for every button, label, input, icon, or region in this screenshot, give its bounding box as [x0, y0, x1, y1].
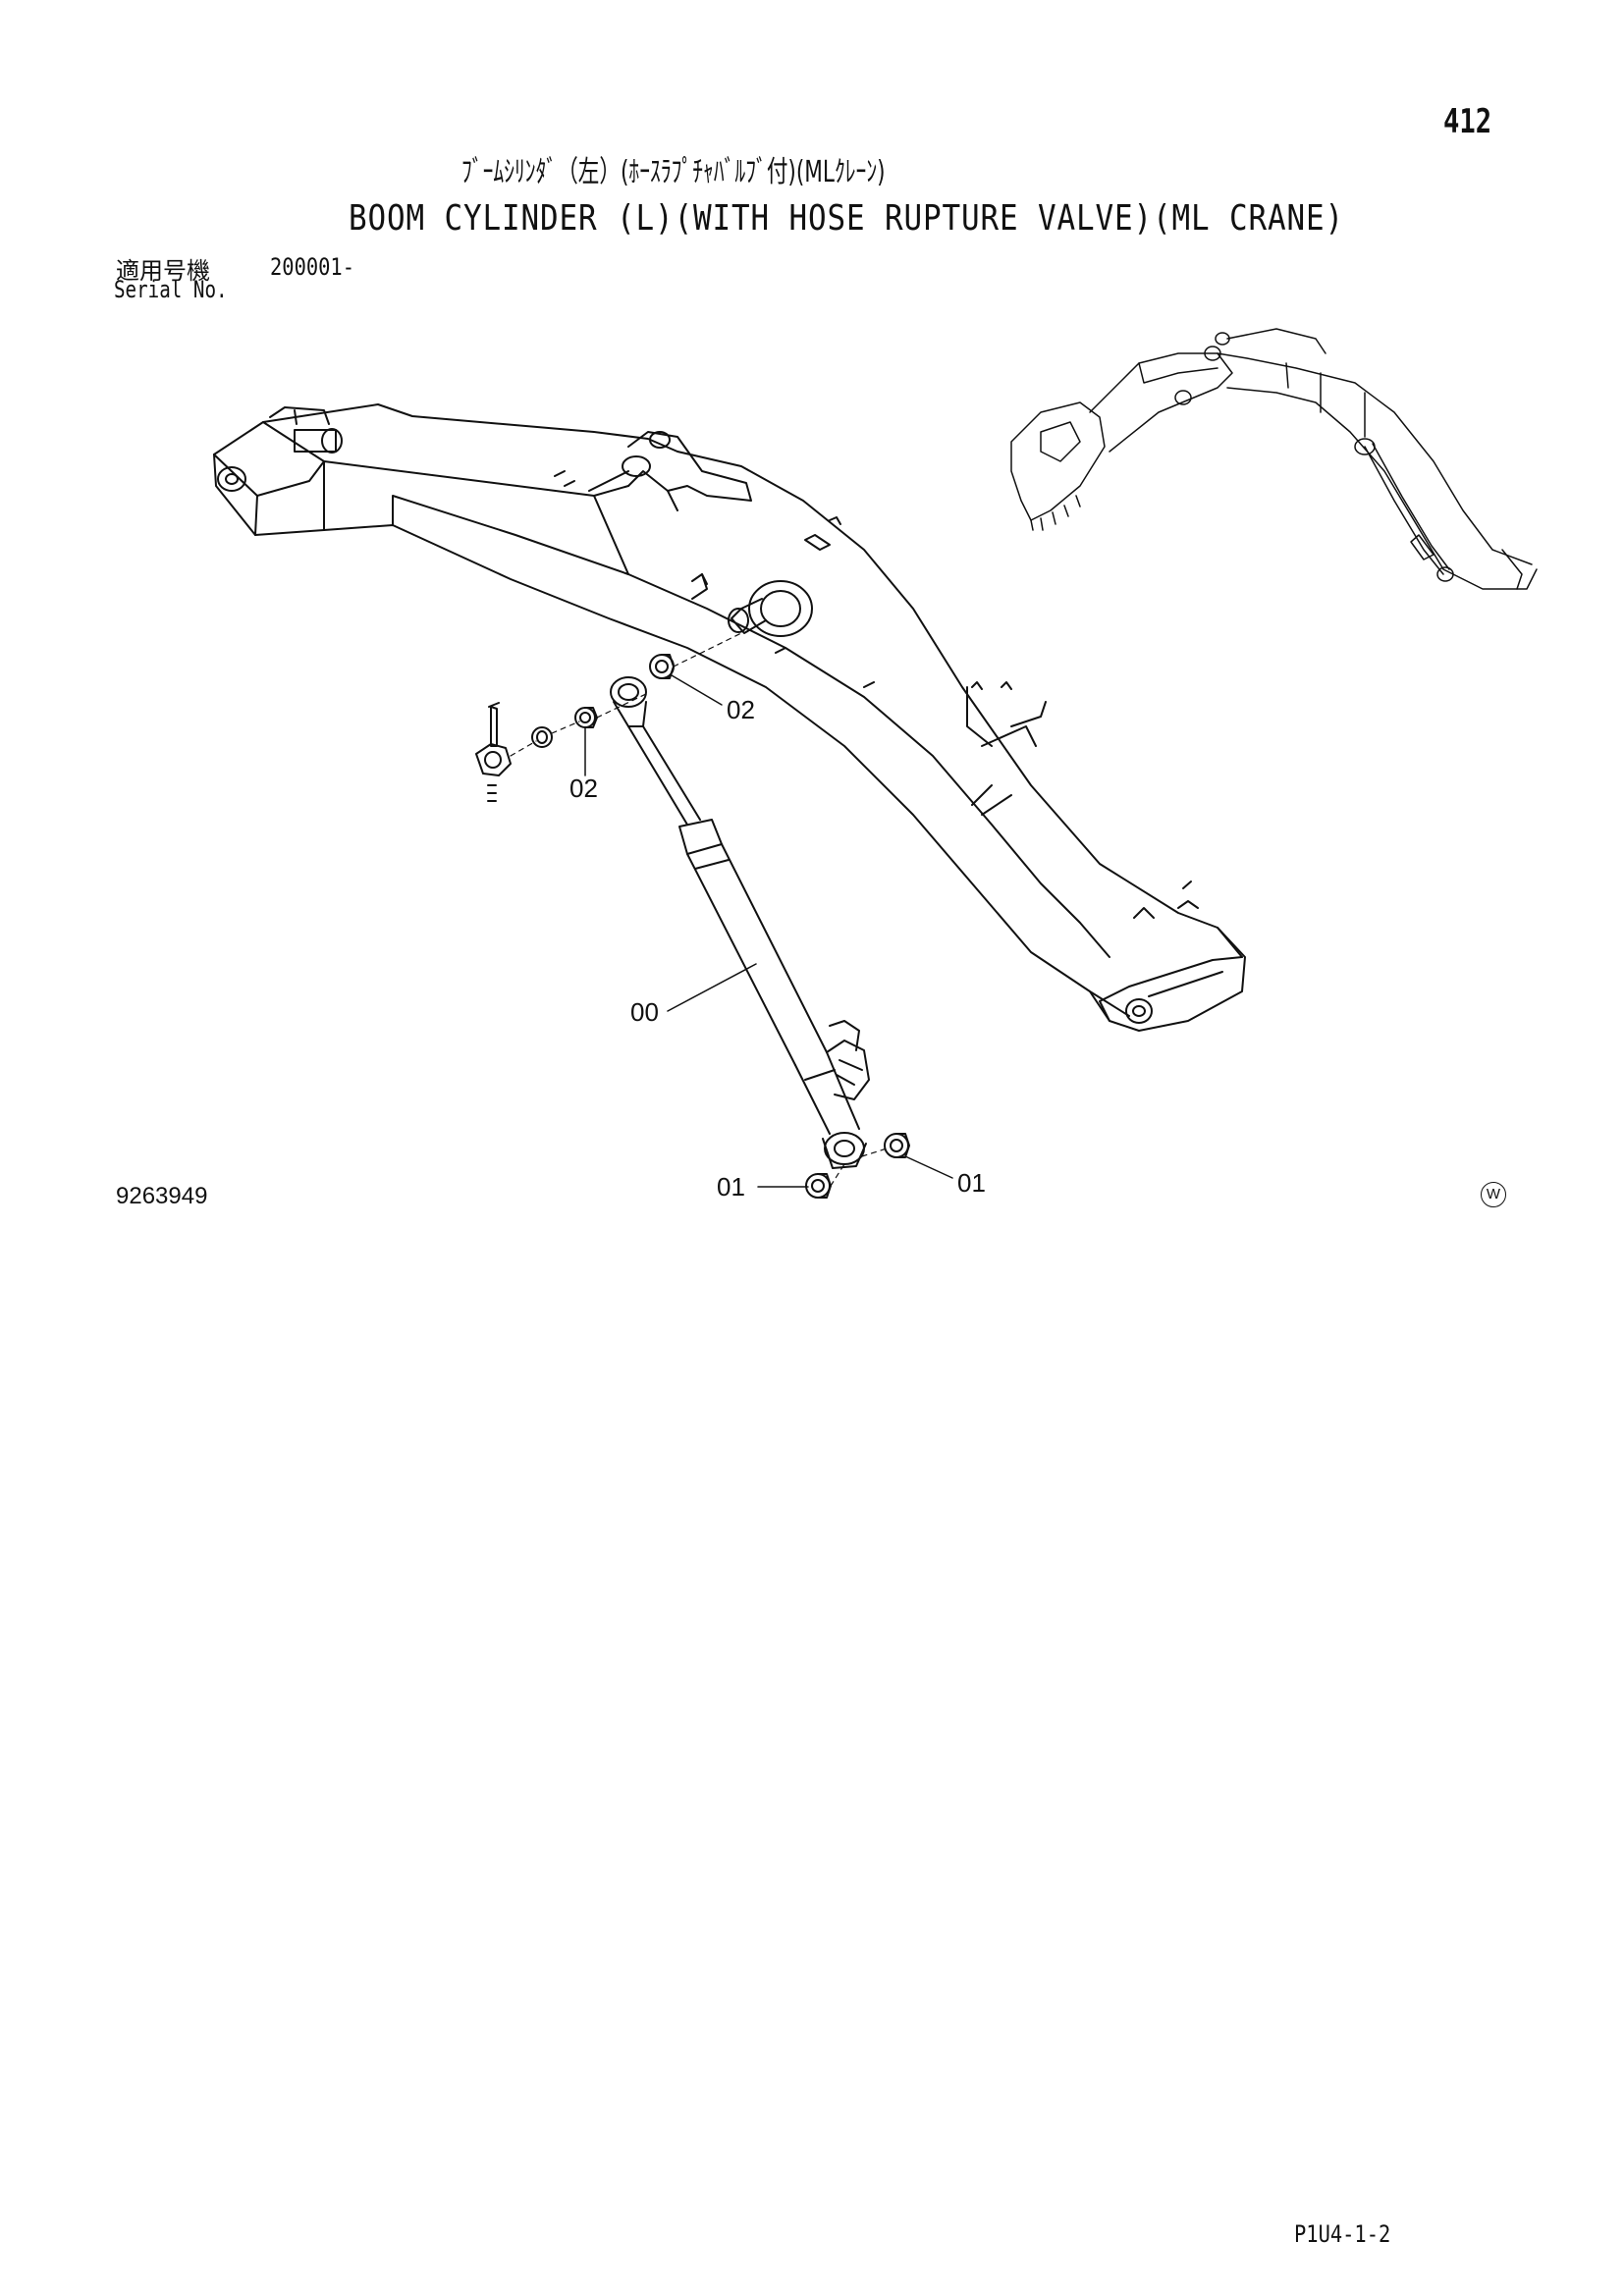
- serial-value: 200001-: [270, 253, 354, 281]
- drawing-number: 9263949: [116, 1183, 208, 1209]
- serial-label-english: Serial No.: [114, 276, 228, 303]
- callout-01-left: 01: [717, 1172, 745, 1201]
- callout-00: 00: [630, 997, 659, 1027]
- page-code: P1U4-1-2: [1294, 2220, 1391, 2248]
- leader-lines: [584, 674, 953, 1188]
- w-mark-icon: W: [1481, 1182, 1506, 1207]
- title-english: BOOM CYLINDER (L)(WITH HOSE RUPTURE VALV…: [349, 198, 1344, 239]
- boom-cylinder-drawing: [610, 676, 870, 1169]
- machine-inset-drawing: [1010, 328, 1538, 590]
- callout-01-right: 01: [957, 1168, 986, 1198]
- callout-02-right: 02: [727, 695, 755, 724]
- title-japanese: ﾌﾞｰﾑｼﾘﾝﾀﾞ（左）(ﾎｰｽﾗﾌﾟﾁｬﾊﾞﾙﾌﾞ付)(MLｸﾚｰﾝ): [461, 155, 886, 189]
- hardware-drawing: [475, 632, 910, 1199]
- callout-02-left: 02: [569, 774, 598, 803]
- boom-drawing: [213, 403, 1246, 1032]
- serial-label-japanese: 適用号機: [116, 257, 210, 285]
- page-number: 412: [1443, 102, 1492, 141]
